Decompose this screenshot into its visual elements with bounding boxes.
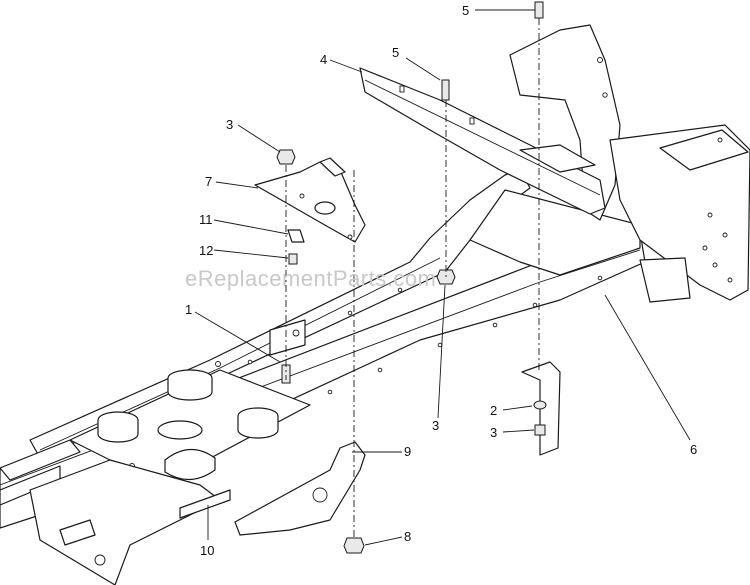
front-housing [29, 459, 231, 585]
callout-12: 12 [199, 243, 213, 258]
rubber-mount [164, 448, 216, 481]
small-bolt [288, 253, 298, 265]
rubber-mount [237, 407, 279, 439]
lower-bolt [343, 537, 365, 554]
callout-5-top: 5 [462, 3, 469, 18]
callout-5-crossbar: 5 [392, 45, 399, 60]
mount-bracket [254, 157, 366, 243]
cross-bar [359, 67, 606, 215]
front-mount-plate [69, 361, 311, 486]
top-bolt [441, 79, 450, 101]
callout-7: 7 [205, 174, 212, 189]
hanger-strap [521, 361, 561, 456]
rubber-mount [167, 369, 213, 401]
callout-4: 4 [320, 52, 327, 67]
nut [276, 149, 296, 165]
top-bolt [534, 1, 544, 19]
callout-11: 11 [199, 212, 213, 227]
lower-plate-hole [312, 487, 328, 503]
callout-3-lower-right: 3 [490, 425, 497, 440]
watermark: eReplacementParts.com [185, 266, 436, 291]
callout-labels: 5 5 4 3 7 11 12 1 2 3 3 6 9 8 10 [185, 3, 697, 558]
leader-lines [194, 9, 691, 546]
callout-3-bracket: 3 [226, 117, 233, 132]
upright-holes [597, 57, 733, 283]
clip-part [287, 229, 305, 243]
callout-1: 1 [185, 302, 192, 317]
callout-2: 2 [490, 403, 497, 418]
lower-plate [234, 441, 366, 536]
rear-upright [509, 24, 750, 303]
assembly-lines [285, 18, 540, 540]
callout-10: 10 [200, 543, 214, 558]
rubber-mount [97, 411, 139, 443]
callout-3-center: 3 [432, 418, 439, 433]
callout-8: 8 [404, 529, 411, 544]
callout-6: 6 [690, 442, 697, 457]
callout-9: 9 [404, 444, 411, 459]
